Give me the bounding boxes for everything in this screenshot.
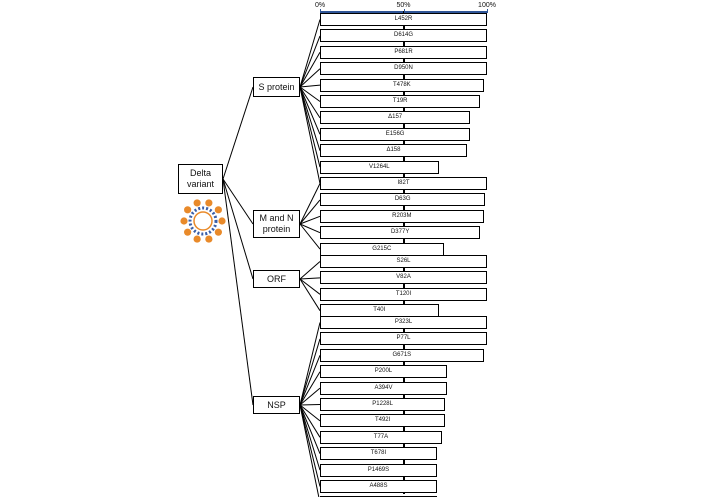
virus-icon (180, 199, 226, 243)
axis-tick (403, 9, 405, 13)
mutation-bar: R203M (320, 209, 484, 223)
mutation-bar: P1469S (320, 463, 437, 477)
mutation-bar: D377Y (320, 226, 481, 240)
mutation-bar: V1264L (320, 160, 439, 174)
mutation-bar: T492I (320, 414, 446, 428)
mutation-bar: G671S (320, 348, 484, 362)
mutation-bar: P1228L (320, 398, 446, 411)
mutation-bar: T478K (320, 78, 484, 92)
mutation-bar: T120I (320, 287, 487, 301)
mutation-bar: I82T (320, 177, 487, 190)
axis-tick (487, 9, 488, 13)
group-box-s-protein: S protein (253, 77, 300, 97)
mutation-bar: T678I (320, 447, 437, 461)
mutation-bar: Δ158 (320, 144, 467, 158)
mutation-bar: T77A (320, 430, 442, 444)
mutation-bar: G215C (320, 242, 444, 256)
axis-tick-label: 0% (314, 2, 326, 9)
mutation-bar: P323L (320, 316, 487, 329)
root-box: Delta variant (178, 164, 223, 194)
group-box-m-and-n-protein: M and N protein (253, 210, 300, 238)
axis-tick (320, 9, 321, 13)
mutation-bar: D614G (320, 29, 487, 43)
mutation-bar: A488S (320, 480, 437, 493)
axis-tick-label: 100% (478, 2, 496, 9)
mutation-bar: V82A (320, 271, 487, 285)
mutation-bar: T19R (320, 95, 481, 108)
mutation-bar: P681R (320, 45, 487, 59)
group-box-orf: ORF (253, 270, 300, 288)
mutation-bar: P200L (320, 365, 447, 379)
mutation-bar: Δ157 (320, 111, 471, 125)
mutation-bar: A394V (320, 381, 447, 395)
mutation-bar: L452R (320, 13, 487, 26)
group-box-nsp: NSP (253, 396, 300, 414)
mutation-bar: P77L (320, 332, 487, 346)
mutation-bar: D63G (320, 193, 486, 207)
mutation-bar: D950N (320, 62, 487, 76)
mutation-bar: S26L (320, 255, 487, 268)
axis-tick-label: 50% (396, 2, 411, 9)
mutation-bar: E156G (320, 127, 471, 141)
